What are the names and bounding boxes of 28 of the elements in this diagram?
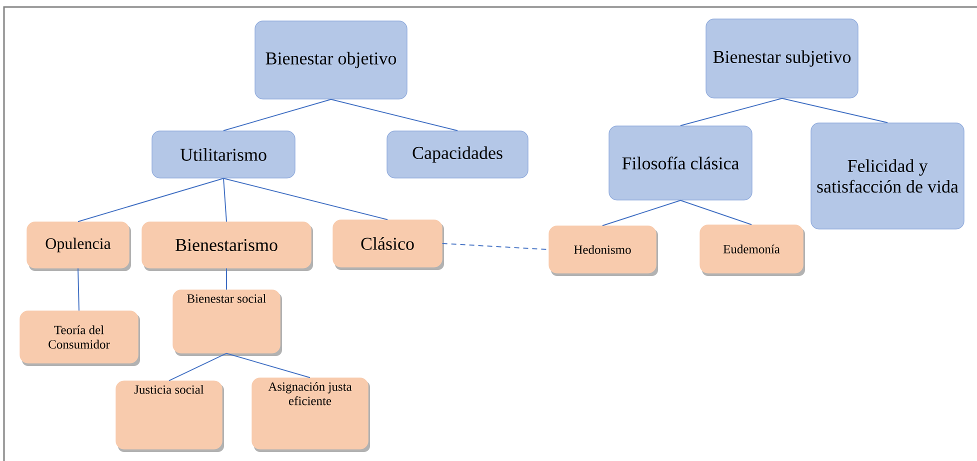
concept-box: Utilitarismo — [152, 130, 296, 178]
connector-line — [168, 352, 227, 382]
concept-box: Felicidad y satisfacción de vida — [810, 122, 964, 230]
concept-box: Bienestarismo — [142, 222, 313, 271]
connector-line — [78, 178, 224, 222]
connector-line — [226, 352, 310, 378]
connector-line — [680, 200, 752, 226]
concept-box: Bienestar subjetivo — [706, 18, 858, 98]
connector-line — [680, 98, 782, 126]
concept-box: Eudemonía — [700, 224, 805, 276]
concept-box: Teoría del Consumidor — [20, 310, 140, 366]
concept-box: Clásico — [332, 220, 444, 270]
connector-line — [223, 178, 227, 222]
connector-line — [330, 98, 458, 132]
concept-box: Bienestar social — [172, 290, 282, 356]
connector-line — [226, 268, 227, 290]
connector-line — [782, 98, 888, 124]
concept-box: Bienestar objetivo — [254, 20, 408, 100]
concept-box: Capacidades — [386, 130, 528, 178]
concept-box: Opulencia — [26, 222, 131, 271]
concept-box: Hedonismo — [548, 226, 658, 276]
connector-line — [602, 200, 681, 226]
connector-line — [78, 268, 80, 312]
connector-line — [223, 98, 332, 132]
concept-box: Asignación justa eficiente — [252, 378, 370, 452]
connector-line — [223, 178, 388, 220]
concept-box: Justicia social — [116, 380, 224, 452]
concept-box: Filosofía clásica — [608, 126, 752, 200]
